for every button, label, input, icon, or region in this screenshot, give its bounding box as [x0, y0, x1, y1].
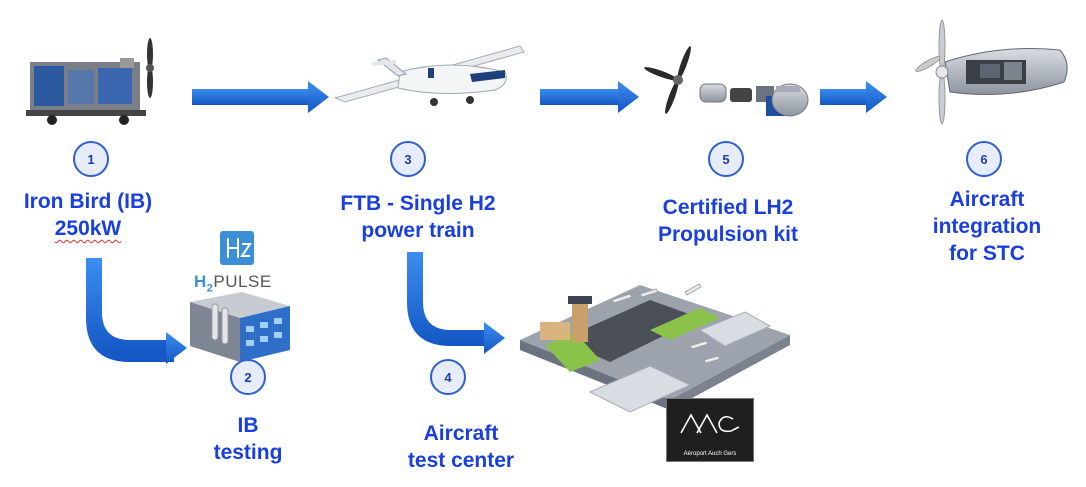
- arrow-3-to-4: [407, 252, 505, 354]
- step-3-line-1: FTB - Single H2: [340, 192, 496, 215]
- airport-logo-mark: [680, 413, 740, 434]
- step-5-line-1: Certified LH2: [662, 196, 794, 219]
- step-4-line-2: test center: [407, 449, 515, 472]
- step-2-badge: 2: [230, 359, 266, 395]
- h2pulse-subscript: 2: [206, 282, 214, 295]
- step-1-line-2: 250kW: [54, 217, 122, 240]
- step-2-label: IB testing: [188, 412, 308, 466]
- step-1-badge: 1: [73, 141, 109, 177]
- step-6-line-2: integration: [932, 215, 1042, 238]
- step-3-label: FTB - Single H2 power train: [318, 190, 518, 244]
- step-2-line-2: testing: [213, 441, 283, 464]
- airport-logo-caption: Aéroport Auch Gers: [683, 451, 737, 457]
- propulsion-kit-image: [644, 46, 809, 117]
- arrow-1-to-3: [192, 81, 329, 113]
- arrow-5-to-6: [820, 81, 887, 113]
- step-4-line-1: Aircraft: [423, 422, 499, 445]
- step-4-label: Aircraft test center: [384, 420, 538, 474]
- step-6-line-3: for STC: [949, 242, 1025, 265]
- step-3-badge: 3: [390, 141, 426, 177]
- step-6-line-1: Aircraft: [949, 188, 1025, 211]
- step-6-label: Aircraft integration for STC: [906, 186, 1068, 267]
- h2pulse-building-image: [190, 292, 290, 362]
- h2pulse-prefix: H: [194, 272, 207, 291]
- step-5-label: Certified LH2 Propulsion kit: [630, 194, 826, 248]
- h2pulse-logo-text: H2PULSE: [194, 272, 272, 294]
- step-1-line-1: Iron Bird (IB): [23, 190, 153, 213]
- h2pulse-name: PULSE: [213, 272, 272, 291]
- step-5-badge: 5: [708, 141, 744, 177]
- iron-bird-image: [26, 38, 154, 125]
- aircraft-integration-image: [915, 19, 1068, 125]
- airport-test-center-image: [520, 283, 790, 413]
- step-3-line-2: power train: [361, 219, 475, 242]
- h2-cube-icon: [220, 231, 254, 265]
- arrow-1-to-2: [86, 258, 187, 364]
- step-2-line-1: IB: [237, 414, 259, 437]
- ftb-airplane-image: [333, 45, 525, 106]
- step-5-line-2: Propulsion kit: [657, 223, 798, 246]
- arrow-3-to-5: [540, 81, 639, 113]
- airport-logo: Aéroport Auch Gers: [666, 398, 754, 462]
- step-4-badge: 4: [430, 359, 466, 395]
- step-1-label: Iron Bird (IB) 250kW: [2, 188, 174, 242]
- step-6-badge: 6: [966, 141, 1002, 177]
